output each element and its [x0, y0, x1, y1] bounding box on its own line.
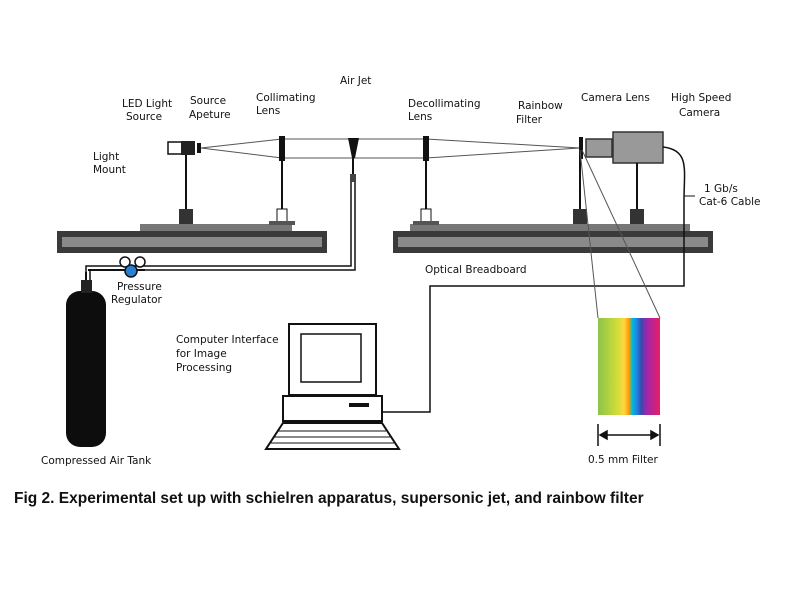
svg-text:1 Gb/s: 1 Gb/s	[704, 183, 738, 195]
left-breadboard	[57, 224, 327, 253]
label-rainbow-filter: Rainbow Filter	[516, 100, 563, 126]
filter-width-dimension	[597, 424, 661, 446]
label-optical-breadboard: Optical Breadboard	[425, 264, 527, 276]
computer	[264, 323, 401, 450]
svg-text:Cat-6 Cable: Cat-6 Cable	[699, 196, 761, 208]
svg-text:Rainbow: Rainbow	[518, 100, 563, 112]
svg-text:Source: Source	[190, 95, 226, 107]
svg-text:Regulator: Regulator	[111, 294, 162, 306]
svg-text:Pressure: Pressure	[117, 281, 162, 293]
label-cable: 1 Gb/s Cat-6 Cable	[699, 183, 761, 208]
led-light-source	[167, 141, 195, 155]
decollimating-lens	[413, 136, 439, 225]
high-speed-camera	[612, 131, 664, 224]
svg-text:LED Light: LED Light	[122, 98, 172, 110]
label-pressure-regulator: Pressure Regulator	[111, 281, 162, 306]
svg-text:Source: Source	[126, 111, 162, 123]
svg-text:Lens: Lens	[408, 111, 432, 123]
label-collimating-lens: Collimating Lens	[256, 92, 316, 117]
light-beam	[200, 138, 581, 159]
svg-text:Apeture: Apeture	[189, 109, 231, 121]
pressure-regulator	[88, 256, 146, 278]
svg-text:Computer Interface: Computer Interface	[176, 334, 279, 346]
label-light-mount: Light Mount	[93, 151, 126, 176]
compressed-air-tank	[66, 272, 106, 447]
right-breadboard	[393, 224, 713, 253]
svg-text:Decollimating: Decollimating	[408, 98, 481, 110]
label-computer-interface: Computer Interface for Image Processing	[176, 334, 279, 374]
filter-zoom-lines	[579, 149, 661, 319]
label-camera-lens: Camera Lens	[581, 92, 650, 104]
svg-text:Filter: Filter	[516, 114, 543, 126]
svg-text:for Image: for Image	[176, 348, 227, 360]
label-source-aperture: Source Apeture	[189, 95, 231, 121]
figure-caption: Fig 2. Experimental set up with schielre…	[14, 490, 644, 507]
svg-text:Camera Lens: Camera Lens	[581, 92, 650, 104]
rainbow-filter	[573, 137, 587, 224]
svg-text:High Speed: High Speed	[671, 92, 731, 104]
label-high-speed-camera: High Speed Camera	[671, 92, 731, 119]
svg-text:Compressed Air Tank: Compressed Air Tank	[41, 455, 152, 467]
cat6-cable	[383, 146, 686, 413]
rainbow-filter-enlarged	[598, 318, 660, 415]
source-aperture	[197, 143, 201, 153]
air-jet	[348, 138, 359, 182]
light-mount	[171, 146, 193, 224]
label-decollimating-lens: Decollimating Lens	[408, 98, 481, 123]
svg-text:Lens: Lens	[256, 105, 280, 117]
camera-lens	[585, 138, 613, 158]
svg-text:Collimating: Collimating	[256, 92, 316, 104]
svg-text:Camera: Camera	[679, 107, 720, 119]
svg-text:Mount: Mount	[93, 164, 126, 176]
label-led-light-source: LED Light Source	[122, 98, 172, 123]
svg-text:Air Jet: Air Jet	[340, 75, 371, 87]
label-air-jet: Air Jet	[340, 75, 371, 87]
svg-text:Processing: Processing	[176, 362, 232, 374]
label-compressed-air-tank: Compressed Air Tank	[41, 455, 152, 467]
label-filter-width: 0.5 mm Filter	[588, 454, 659, 466]
svg-text:Optical Breadboard: Optical Breadboard	[425, 264, 527, 276]
svg-text:0.5 mm Filter: 0.5 mm Filter	[588, 454, 659, 466]
svg-text:Light: Light	[93, 151, 119, 163]
collimating-lens	[269, 136, 295, 225]
